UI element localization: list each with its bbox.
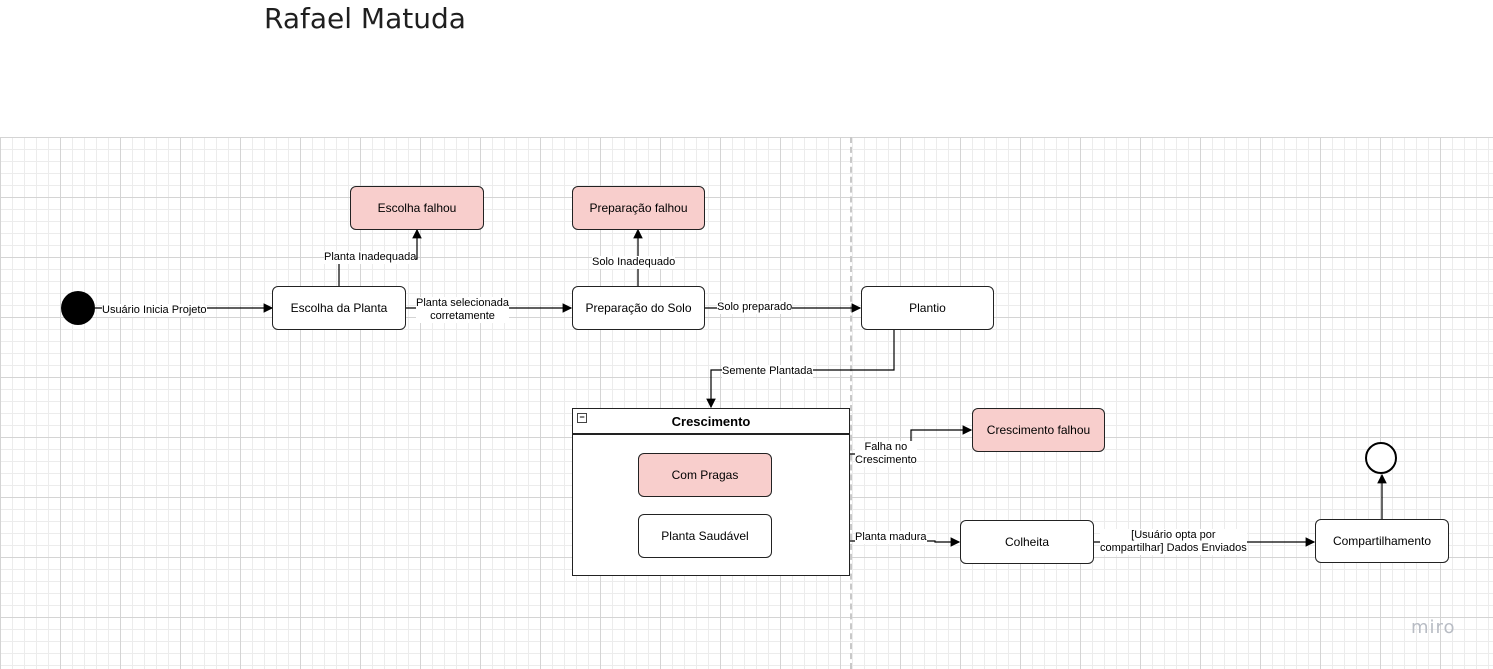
connector-layer: [95, 228, 1387, 547]
author-title: Rafael Matuda: [264, 2, 466, 35]
edge-label-line: [Usuário opta por: [1131, 529, 1216, 541]
state-escolha-falhou[interactable]: Escolha falhou: [350, 186, 484, 230]
edge-label-line: corretamente: [430, 310, 495, 322]
diagram-canvas[interactable]: Escolha da Planta Preparação do Solo Pla…: [0, 137, 1493, 669]
state-escolha-da-planta[interactable]: Escolha da Planta: [272, 286, 406, 330]
edge-label-line: Planta selecionada: [416, 297, 509, 309]
edge-label-planta-inadequada: Planta Inadequada: [324, 251, 417, 264]
substate-com-pragas[interactable]: Com Pragas: [638, 453, 772, 497]
edge-label-planta-selecionada: Planta selecionada corretamente: [416, 297, 509, 323]
state-compartilhamento[interactable]: Compartilhamento: [1315, 519, 1449, 563]
state-colheita[interactable]: Colheita: [960, 520, 1094, 564]
final-state-circle[interactable]: [1365, 442, 1397, 474]
edge-label-line: Crescimento: [855, 454, 917, 466]
composite-title: Crescimento: [671, 413, 751, 429]
composite-header: − Crescimento: [573, 409, 849, 435]
miro-watermark: miro: [1411, 617, 1456, 638]
initial-state-dot[interactable]: [61, 291, 95, 325]
state-preparacao-falhou[interactable]: Preparação falhou: [572, 186, 705, 230]
edge-label-falha-crescimento: Falha no Crescimento: [855, 441, 917, 467]
edge-label-solo-inadequado: Solo Inadequado: [592, 256, 676, 269]
dashed-divider: [850, 137, 852, 669]
edge-label-solo-preparado: Solo preparado: [717, 301, 793, 314]
collapse-icon[interactable]: −: [577, 413, 587, 423]
edge-label-usuario-inicia: Usuário Inicia Projeto: [102, 304, 207, 317]
edge-label-semente-plantada: Semente Plantada: [722, 365, 813, 378]
state-preparacao-do-solo[interactable]: Preparação do Solo: [572, 286, 705, 330]
substate-planta-saudavel[interactable]: Planta Saudável: [638, 514, 772, 558]
edge-label-planta-madura: Planta madura: [855, 531, 927, 544]
state-crescimento-falhou[interactable]: Crescimento falhou: [972, 408, 1105, 452]
edge-label-line: Falha no: [864, 441, 908, 453]
edge-label-dados-enviados: [Usuário opta por compartilhar] Dados En…: [1100, 529, 1247, 555]
edge-label-line: compartilhar] Dados Enviados: [1100, 542, 1247, 554]
state-plantio[interactable]: Plantio: [861, 286, 994, 330]
